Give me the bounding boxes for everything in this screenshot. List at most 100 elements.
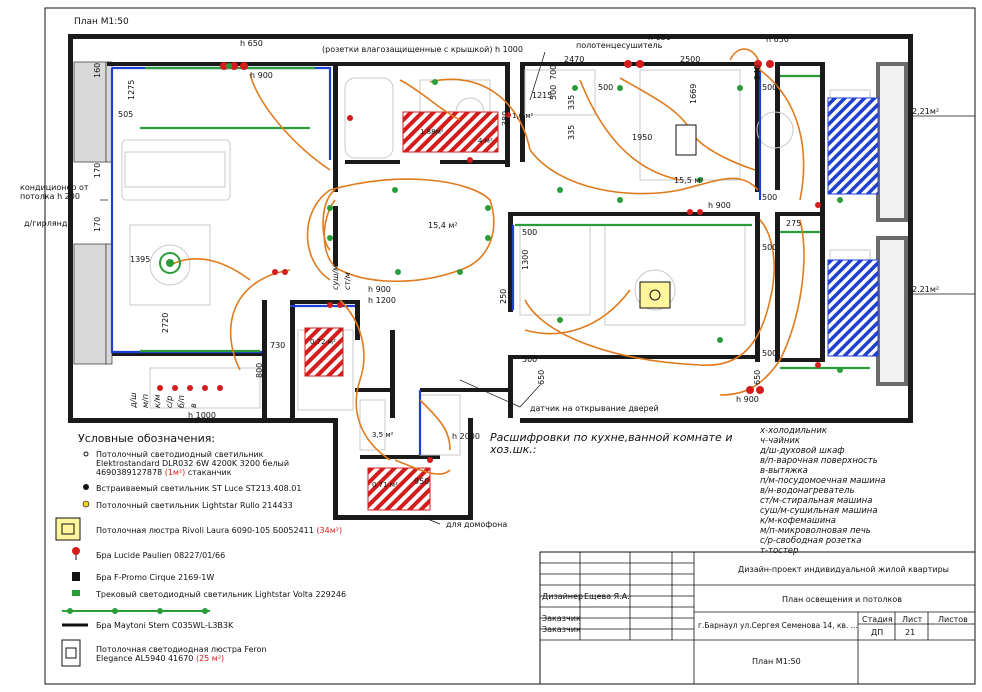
svg-text:h 650: h 650 — [648, 33, 671, 42]
svg-text:2470: 2470 — [564, 55, 584, 64]
svg-text:Листов: Листов — [938, 615, 968, 624]
svg-text:Потолочный светильник Lightsta: Потолочный светильник Lightstar Rullo 21… — [96, 501, 293, 510]
svg-text:п/м-посудомоечная машина: п/м-посудомоечная машина — [760, 476, 886, 486]
svg-text:335: 335 — [567, 95, 576, 110]
svg-text:ч-чайник: ч-чайник — [760, 436, 801, 446]
svg-text:h 900: h 900 — [708, 201, 731, 210]
svg-text:170: 170 — [93, 217, 102, 232]
svg-text:950: 950 — [414, 477, 429, 486]
svg-text:1215: 1215 — [532, 91, 552, 100]
svg-text:в-вытяжка: в-вытяжка — [760, 466, 808, 476]
svg-text:h 900: h 900 — [250, 71, 273, 80]
svg-text:540: 540 — [753, 65, 762, 80]
svg-text:500: 500 — [522, 355, 537, 364]
sheet-frame — [44, 7, 976, 685]
svg-text:1669: 1669 — [689, 84, 698, 104]
svg-text:хоз.шк.:: хоз.шк.: — [489, 443, 537, 456]
svg-text:к/м: к/м — [153, 394, 162, 408]
svg-text:Потолочная светодиодная люстра: Потолочная светодиодная люстра Feron — [96, 645, 267, 654]
svg-text:в/н-водонагреватель: в/н-водонагреватель — [760, 486, 854, 496]
svg-text:ст/м-стиральная машина: ст/м-стиральная машина — [760, 496, 872, 506]
window-left-1 — [73, 61, 107, 163]
svg-text:ст/м: ст/м — [343, 272, 352, 290]
chandelier-square-icon — [55, 517, 81, 541]
svg-text:h 1000: h 1000 — [188, 411, 216, 420]
svg-text:500: 500 — [762, 83, 777, 92]
svg-text:ДП: ДП — [871, 628, 883, 637]
red-zone-wc — [304, 327, 344, 377]
svg-text:Потолочная люстра Rivoli Laura: Потолочная люстра Rivoli Laura 6090-105 … — [96, 526, 342, 535]
svg-text:х-холодильник: х-холодильник — [759, 426, 828, 436]
ceiling-lights — [327, 79, 843, 373]
svg-text:Трековый светодиодный светильн: Трековый светодиодный светильник Lightst… — [95, 590, 346, 599]
svg-text:650: 650 — [753, 370, 762, 385]
svg-text:с/р: с/р — [165, 396, 174, 408]
svg-text:Elektrostandard DLR032 6W 4200: Elektrostandard DLR032 6W 4200K 3200 бел… — [96, 459, 289, 468]
svg-text:Стадия: Стадия — [862, 615, 893, 624]
svg-text:2720: 2720 — [161, 313, 170, 333]
svg-text:h 650: h 650 — [766, 35, 789, 44]
svg-text:датчик на открывание дверей: датчик на открывание дверей — [530, 404, 659, 413]
svg-text:h 2000: h 2000 — [452, 432, 480, 441]
svg-text:2500: 2500 — [680, 55, 700, 64]
svg-text:План освещения и потолков: План освещения и потолков — [782, 595, 902, 604]
svg-text:500: 500 — [762, 349, 777, 358]
chandelier-living — [675, 124, 697, 156]
svg-text:д/гирлянд: д/гирлянд — [24, 219, 68, 228]
svg-text:Дизайнер: Дизайнер — [542, 592, 583, 601]
svg-text:160: 160 — [93, 63, 102, 78]
svg-text:Заказчик: Заказчик — [542, 614, 581, 623]
led-ceiling-light-icon — [82, 500, 90, 508]
small-downlight-icon — [83, 451, 89, 457]
svg-text:Потолочный светодиодный светил: Потолочный светодиодный светильник — [96, 450, 264, 459]
window-left-2 — [73, 243, 107, 365]
svg-text:Лист: Лист — [902, 615, 923, 624]
svg-text:в: в — [189, 403, 198, 408]
svg-text:б/п: б/п — [177, 395, 186, 408]
svg-text:4690389127878 (1м²) стаканчик: 4690389127878 (1м²) стаканчик — [96, 468, 232, 477]
red-zone-bath — [402, 111, 499, 153]
blue-zone-balcony-2 — [827, 259, 879, 357]
svg-text:500: 500 — [762, 193, 777, 202]
svg-text:Расшифровки по кухне,ванной ко: Расшифровки по кухне,ванной комнате и — [490, 431, 732, 444]
svg-text:суш/м: суш/м — [331, 265, 340, 290]
svg-text:730: 730 — [270, 341, 285, 350]
svg-text:0,72 м²: 0,72 м² — [310, 338, 336, 346]
svg-text:м/п-микроволновая печь: м/п-микроволновая печь — [760, 526, 871, 536]
svg-text:h 900: h 900 — [368, 285, 391, 294]
svg-text:1950: 1950 — [632, 133, 652, 142]
svg-text:(розетки влагозащищенные с кры: (розетки влагозащищенные с крышкой) h 10… — [322, 45, 523, 54]
svg-text:д/ш: д/ш — [129, 392, 138, 409]
svg-text:для домофона: для домофона — [446, 520, 507, 529]
svg-text:700: 700 — [549, 65, 558, 80]
plan-label-top: План М1:50 — [74, 17, 129, 27]
svg-text:д/ш-духовой шкаф: д/ш-духовой шкаф — [759, 446, 845, 456]
svg-text:Заказчик: Заказчик — [542, 625, 581, 634]
svg-text:Встраиваемый светильник ST Luc: Встраиваемый светильник ST Luce ST213.40… — [96, 484, 301, 493]
red-zone-storage — [367, 467, 431, 511]
svg-text:м/п: м/п — [141, 394, 150, 408]
svg-text:полотенцесушитель: полотенцесушитель — [576, 41, 663, 50]
svg-text:г.Барнаул ул.Сергея Семенова 1: г.Барнаул ул.Сергея Семенова 14, кв. ... — [698, 621, 858, 630]
svg-text:1395: 1395 — [130, 255, 150, 264]
wall-sconce-black-icon — [72, 572, 80, 581]
svg-text:1,6 м²: 1,6 м² — [512, 112, 534, 120]
svg-text:в/п-варочная поверхность: в/п-варочная поверхность — [760, 456, 878, 466]
svg-text:170: 170 — [93, 163, 102, 178]
svg-text:Бра Maytoni Stem C035WL-L3B3K: Бра Maytoni Stem C035WL-L3B3K — [96, 621, 234, 630]
svg-text:0,71 м²: 0,71 м² — [372, 481, 398, 489]
svg-text:15,4 м²: 15,4 м² — [428, 221, 458, 230]
svg-text:h 900: h 900 — [736, 395, 759, 404]
dimensions: 160 1275 505 170 170 1395 2720 730 800 2… — [93, 55, 801, 486]
chandelier-led-icon — [61, 639, 81, 667]
wall-sconce-icon — [72, 547, 80, 560]
svg-text:500: 500 — [522, 228, 537, 237]
svg-text:с/р-свободная розетка: с/р-свободная розетка — [760, 536, 861, 546]
svg-text:505: 505 — [118, 110, 133, 119]
recessed-light-icon — [83, 484, 89, 490]
svg-text:1300: 1300 — [521, 250, 530, 270]
svg-text:Бра F-Promo Cirque 2169-1W: Бра F-Promo Cirque 2169-1W — [96, 573, 214, 582]
sockets — [157, 60, 821, 463]
svg-text:500: 500 — [549, 85, 558, 100]
